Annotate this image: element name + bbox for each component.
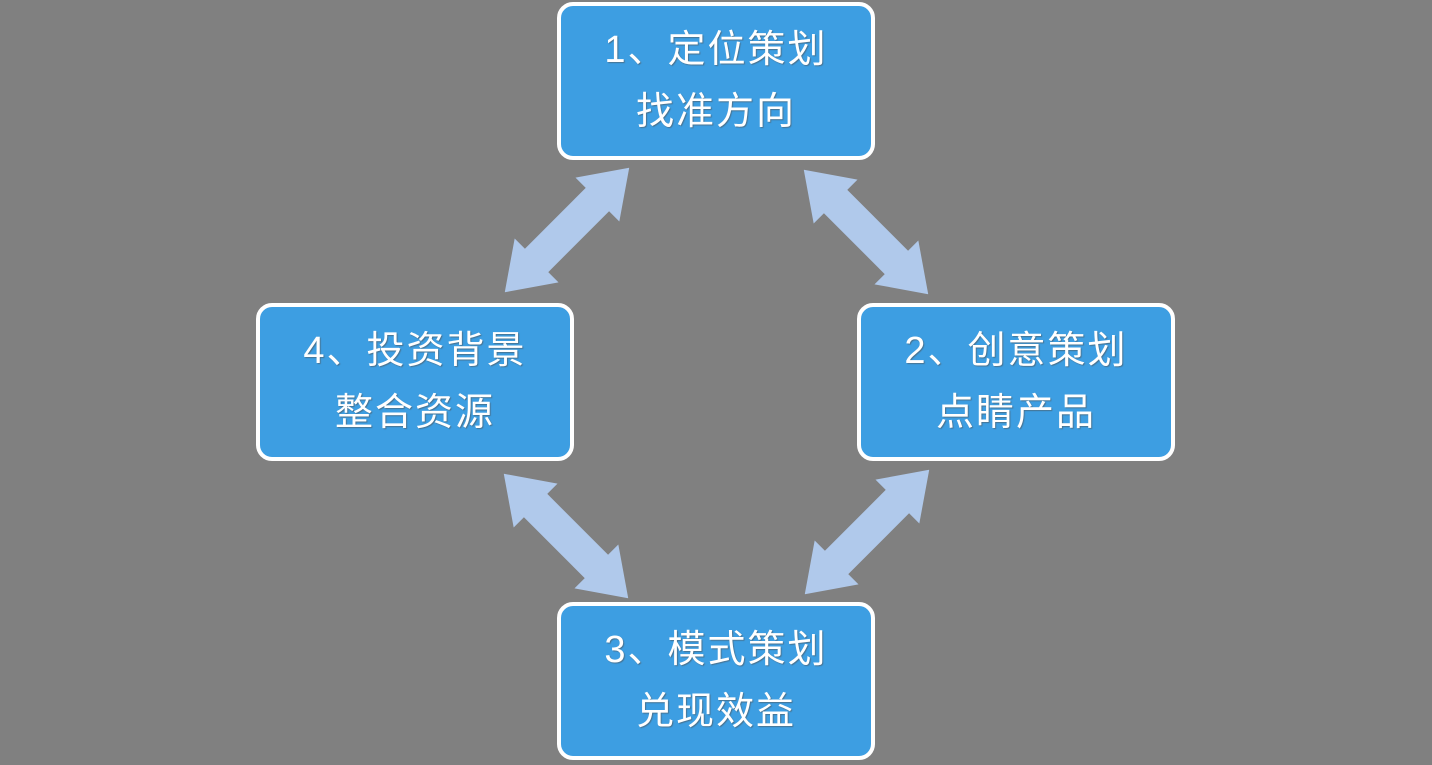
flow-step-3-box: 3、模式策划 兑现效益 (557, 602, 875, 760)
flow-step-1-box: 1、定位策划 找准方向 (557, 2, 875, 160)
double-arrow-icon (782, 148, 950, 316)
flow-step-4-box: 4、投资背景 整合资源 (256, 303, 574, 461)
flow-step-4-subtitle: 整合资源 (334, 392, 495, 434)
double-arrow-icon (483, 146, 651, 314)
flow-step-4-title: 4、投资背景 (303, 330, 527, 372)
double-arrow-icon (482, 452, 650, 620)
flow-step-3-subtitle: 兑现效益 (635, 691, 796, 733)
flow-step-2-subtitle: 点睛产品 (935, 392, 1096, 434)
flow-step-2-box: 2、创意策划 点睛产品 (857, 303, 1175, 461)
double-arrow-icon (783, 448, 951, 616)
flow-step-2-title: 2、创意策划 (904, 330, 1128, 372)
flow-step-1-subtitle: 找准方向 (635, 91, 796, 133)
flow-step-1-title: 1、定位策划 (604, 29, 828, 71)
flow-step-3-title: 3、模式策划 (604, 629, 828, 671)
